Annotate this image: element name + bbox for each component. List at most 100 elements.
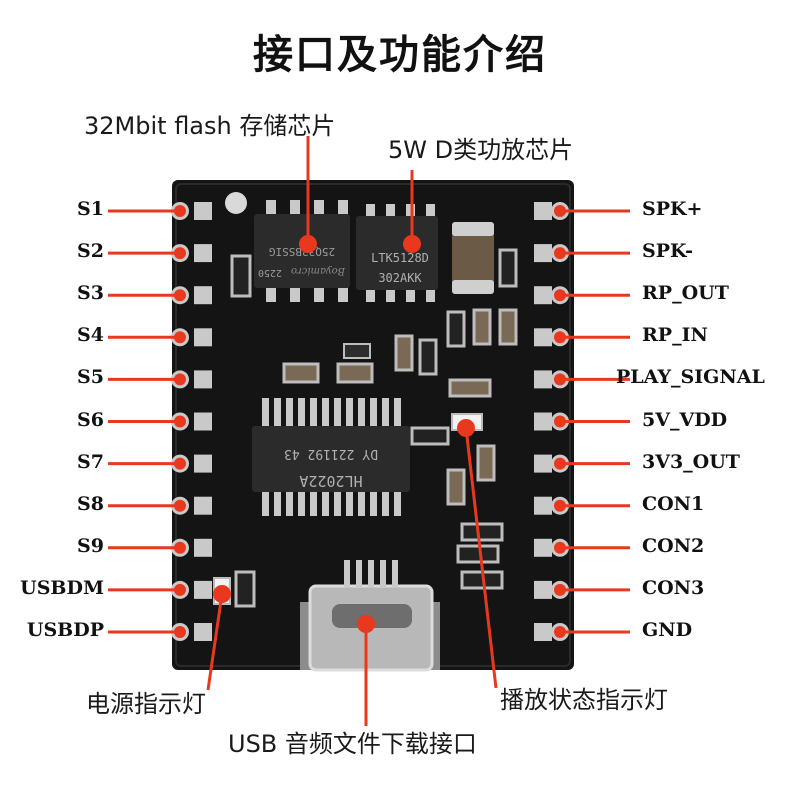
right-pin-pads (534, 202, 569, 641)
left-pin-marker (174, 583, 186, 596)
left-pin-marker (174, 289, 186, 302)
callout-amp-marker (403, 235, 421, 253)
amp-chip: LTK5128D 302AKK (356, 204, 438, 302)
left-pin-marker (174, 499, 186, 512)
right-pin-marker (554, 583, 566, 596)
callout-flash-label: 32Mbit flash 存储芯片 (84, 112, 336, 140)
left-pad-inner (194, 454, 212, 473)
usb-pin (380, 560, 386, 588)
callout-usb-marker (357, 615, 375, 633)
left-pin-label: S5 (77, 366, 104, 389)
right-pad-inner (534, 328, 552, 347)
flash-leg (266, 200, 276, 216)
left-pin-label: USBDP (26, 619, 104, 641)
right-pad-inner (534, 202, 552, 220)
right-pin-marker (554, 331, 566, 344)
right-pin-marker (554, 247, 566, 260)
main-chip-leg (262, 398, 269, 428)
main-chip-leg (310, 490, 317, 516)
right-pin-label: 3V3_OUT (642, 450, 740, 473)
left-pin-marker (174, 373, 186, 386)
left-pin-label: S8 (77, 492, 104, 515)
amp-leg (426, 204, 435, 218)
right-pin-label: 5V_VDD (642, 408, 728, 431)
amp-leg (426, 288, 435, 302)
flash-code: 2250 (258, 267, 282, 278)
right-pin-marker (554, 205, 566, 217)
flash-chip: 25Q32BSSIG 2250 Boyamicro (254, 200, 350, 302)
amp-leg (366, 288, 375, 302)
page-title: 接口及功能介绍 (253, 32, 547, 78)
usb-pin (356, 560, 362, 588)
usb-pin (392, 560, 398, 588)
callout-play-led-marker (457, 419, 475, 437)
callout-amp-label: 5W D类功放芯片 (388, 136, 574, 164)
right-pad-inner (534, 496, 552, 515)
flash-brand: Boyamicro (291, 265, 346, 276)
amp-code: 302AKK (378, 271, 422, 285)
left-pad-inner (194, 496, 212, 515)
main-chip-leg (274, 398, 281, 428)
main-chip-leg (322, 490, 329, 516)
amp-leg (406, 288, 415, 302)
left-pin-label: S2 (77, 240, 104, 263)
left-pad-inner (194, 623, 212, 641)
main-chip-leg (382, 490, 389, 516)
right-pad-inner (534, 623, 552, 641)
left-pin-marker (174, 626, 186, 638)
callout-power-led-leader (206, 593, 224, 691)
right-pin-marker (554, 499, 566, 512)
main-chip-leg (286, 398, 293, 428)
left-pad-inner (194, 202, 212, 220)
amp-leg (386, 204, 395, 218)
right-pad-inner (534, 286, 552, 305)
right-pin-label: GND (642, 619, 693, 641)
flash-leg (290, 286, 300, 302)
main-chip-leg (298, 490, 305, 516)
left-pad-inner (194, 370, 212, 389)
left-pin-label: S7 (77, 450, 104, 473)
main-chip-leg (370, 398, 377, 428)
right-pin-marker (554, 415, 566, 428)
left-pad-inner (194, 412, 212, 431)
left-pin-marker (174, 457, 186, 470)
main-chip-leg (394, 398, 401, 428)
flash-leg (314, 200, 324, 216)
left-pin-marker (174, 247, 186, 260)
flash-leg (290, 200, 300, 216)
right-pin-label: RP_OUT (642, 282, 729, 305)
right-pin-label: CON2 (642, 534, 705, 557)
right-pin-marker (554, 457, 566, 470)
left-pad-inner (194, 328, 212, 347)
mounting-hole (225, 192, 247, 214)
right-pin-marker (554, 289, 566, 302)
main-chip-leg (262, 490, 269, 516)
left-pin-marker (174, 331, 186, 344)
left-pin-label: S9 (77, 534, 104, 557)
left-pin-label: S3 (77, 282, 104, 305)
right-pin-marker (554, 541, 566, 554)
main-chip-leg (334, 398, 341, 428)
right-pin-label: CON3 (642, 576, 705, 599)
right-pad-inner (534, 580, 552, 599)
left-pin-marker (174, 415, 186, 428)
usb-pin (344, 560, 350, 588)
right-pin-label: RP_IN (642, 324, 708, 347)
left-pin-label: S1 (77, 198, 104, 220)
right-pin-marker (554, 626, 566, 638)
left-pad-inner (194, 580, 212, 599)
left-pad-inner (194, 244, 212, 263)
main-chip-leg (346, 398, 353, 428)
main-chip: DY 221192 43 HL2022A (252, 398, 410, 516)
right-pin-label: SPK+ (642, 198, 703, 220)
callout-play-led-leader (464, 427, 498, 689)
amp-marking: LTK5128D (371, 251, 429, 265)
right-pad-inner (534, 412, 552, 431)
flash-leg (314, 286, 324, 302)
callout-play-led-label: 播放状态指示灯 (500, 686, 668, 714)
right-pin-marker (554, 373, 566, 386)
left-pad-inner (194, 286, 212, 305)
main-chip-leg (322, 398, 329, 428)
